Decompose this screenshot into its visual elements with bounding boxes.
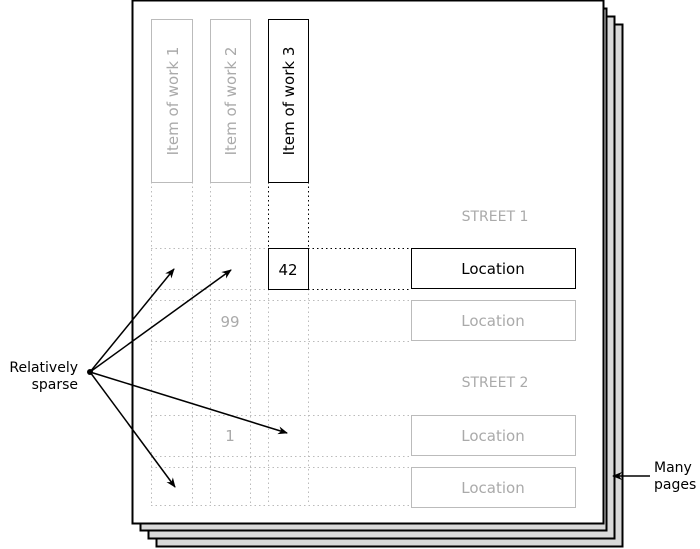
column-header-3: Item of work 3 bbox=[268, 19, 309, 183]
arrow bbox=[89, 371, 176, 488]
row-2: 99 Location bbox=[220, 300, 576, 341]
cell-value: 99 bbox=[220, 313, 239, 331]
column-label: Item of work 3 bbox=[280, 47, 298, 156]
column-header-2: Item of work 2 bbox=[210, 19, 251, 183]
arrow-origin-dot bbox=[87, 369, 93, 375]
row-3: 1 Location bbox=[225, 415, 576, 456]
value-cell bbox=[268, 248, 309, 290]
pages-label: pages bbox=[654, 477, 696, 493]
cell-value: 1 bbox=[225, 427, 235, 445]
sparse-arrows bbox=[89, 268, 288, 488]
arrow bbox=[89, 269, 232, 373]
row-1: 42 Location bbox=[268, 248, 576, 290]
location-label: Location bbox=[461, 479, 524, 497]
location-label: Location bbox=[461, 427, 524, 445]
column-label: Item of work 1 bbox=[164, 47, 182, 156]
column-header-1: Item of work 1 bbox=[151, 19, 193, 183]
sparse-label: Relatively bbox=[9, 360, 78, 376]
location-box bbox=[411, 415, 576, 456]
street-label: STREET 1 bbox=[462, 209, 529, 225]
arrow bbox=[89, 371, 288, 435]
location-box bbox=[411, 467, 576, 508]
pages-label: Many bbox=[654, 460, 692, 476]
sparse-label: sparse bbox=[32, 377, 78, 393]
location-box bbox=[411, 248, 576, 289]
street-label: STREET 2 bbox=[462, 375, 529, 391]
row-4: Location bbox=[411, 467, 576, 508]
location-label: Location bbox=[461, 260, 524, 278]
cell-value: 42 bbox=[278, 261, 297, 279]
column-label: Item of work 2 bbox=[222, 47, 240, 156]
location-box bbox=[411, 300, 576, 341]
location-label: Location bbox=[461, 312, 524, 330]
arrow bbox=[89, 268, 175, 373]
